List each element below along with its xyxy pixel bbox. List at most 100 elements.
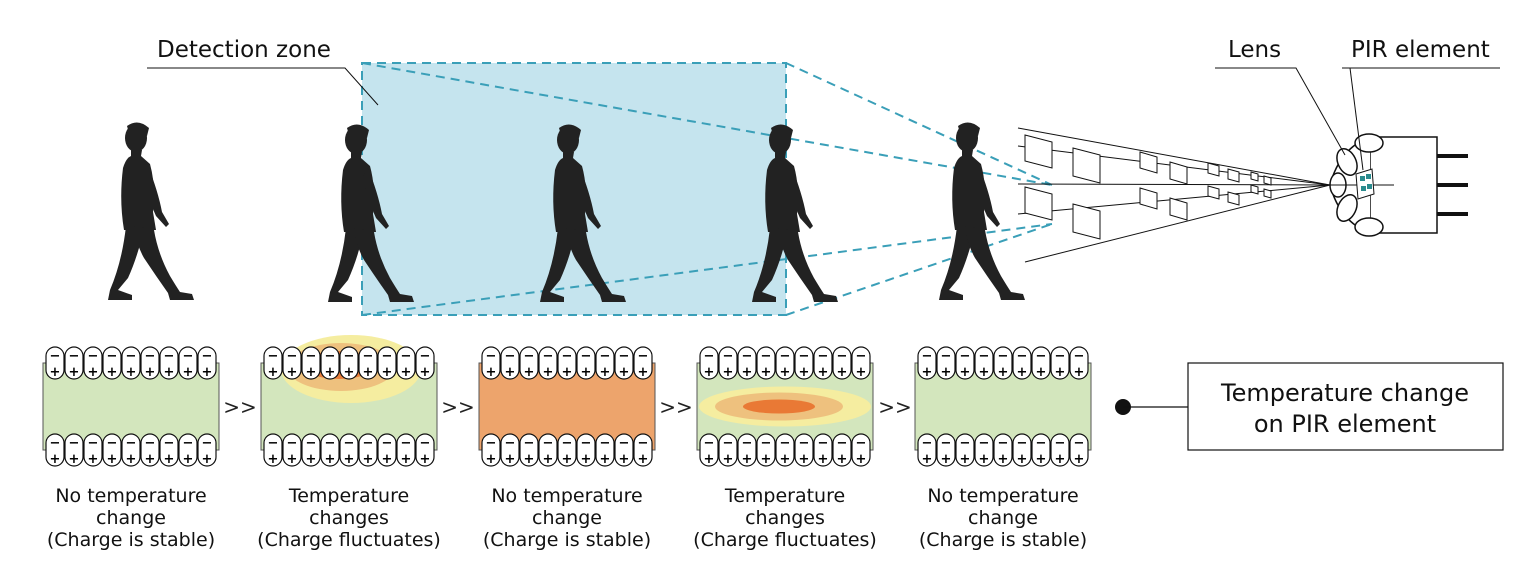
charge-sign: + <box>1017 452 1028 467</box>
charge-sign: − <box>562 436 573 451</box>
pir-element-leader <box>1349 67 1364 171</box>
charge-pair: −+ <box>974 346 994 380</box>
pir-sensor <box>1329 133 1468 237</box>
charge-sign: + <box>126 452 137 467</box>
charge-pair: −+ <box>595 346 615 380</box>
charge-sign: + <box>202 365 213 380</box>
charge-sign: + <box>50 452 61 467</box>
charge-pair: −+ <box>557 433 577 467</box>
charge-pair: −+ <box>45 433 65 467</box>
charge-sign: + <box>581 365 592 380</box>
charge-sign: + <box>600 365 611 380</box>
charge-pair: −+ <box>1031 346 1051 380</box>
state-caption-line2: change <box>968 507 1038 529</box>
charge-pair: −+ <box>813 346 833 380</box>
charge-sign: − <box>998 436 1009 451</box>
legend-line1: Temperature change <box>1220 379 1469 407</box>
charge-sign: − <box>287 349 298 364</box>
charge-sign: + <box>126 365 137 380</box>
pir-element-label: PIR element <box>1351 37 1490 63</box>
state-caption-line2: change <box>96 507 166 529</box>
charge-sign: − <box>126 349 137 364</box>
charge-sign: − <box>761 436 772 451</box>
charge-sign: − <box>1055 349 1066 364</box>
charge-sign: − <box>1036 436 1047 451</box>
charge-sign: + <box>543 452 554 467</box>
charge-sign: + <box>543 365 554 380</box>
charge-pair: −+ <box>45 346 65 380</box>
charge-sign: − <box>1017 349 1028 364</box>
charge-sign: + <box>704 365 715 380</box>
charge-pair: −+ <box>557 346 577 380</box>
charge-pair: −+ <box>396 346 416 380</box>
charge-sign: − <box>1036 349 1047 364</box>
charge-sign: + <box>856 365 867 380</box>
state-caption-line1: Temperature <box>288 485 409 507</box>
pir-element-state: −+−+−+−+−+−+−+−+−+−+−+−+−+−+−+−+−+−+ <box>696 346 874 467</box>
charge-pair: −+ <box>832 346 852 380</box>
charge-pair: −+ <box>500 433 520 467</box>
detection-zone-label: Detection zone <box>157 37 331 63</box>
charge-sign: − <box>600 349 611 364</box>
charge-pair: −+ <box>633 346 653 380</box>
charge-sign: − <box>856 436 867 451</box>
charge-sign: + <box>363 452 374 467</box>
charge-pair: −+ <box>178 346 198 380</box>
state-caption-line2: change <box>532 507 602 529</box>
lens-leader <box>1215 67 1346 156</box>
charge-pair: −+ <box>263 433 283 467</box>
charge-sign: − <box>837 349 848 364</box>
separator-arrows: >> <box>878 395 912 419</box>
charge-sign: − <box>88 349 99 364</box>
charge-pair: −+ <box>121 346 141 380</box>
charge-sign: + <box>638 452 649 467</box>
charge-sign: + <box>1074 365 1085 380</box>
charge-pair: −+ <box>851 433 871 467</box>
charge-sign: + <box>818 452 829 467</box>
charge-pair: −+ <box>396 433 416 467</box>
charge-sign: − <box>856 349 867 364</box>
state-caption-line2: changes <box>745 507 825 529</box>
charge-sign: + <box>183 365 194 380</box>
charge-sign: − <box>486 436 497 451</box>
charge-sign: + <box>723 365 734 380</box>
charge-sign: − <box>543 436 554 451</box>
charge-sign: + <box>1055 452 1066 467</box>
charge-sign: + <box>88 365 99 380</box>
charge-sign: + <box>856 452 867 467</box>
separator-arrows: >> <box>441 395 475 419</box>
charge-pair: −+ <box>794 346 814 380</box>
charge-sign: + <box>723 452 734 467</box>
charge-pair: −+ <box>140 433 160 467</box>
state-caption-line1: No temperature <box>927 485 1078 507</box>
charge-sign: + <box>183 452 194 467</box>
charge-sign: − <box>941 349 952 364</box>
charge-pair: −+ <box>718 433 738 467</box>
charge-sign: + <box>562 452 573 467</box>
charge-sign: + <box>941 365 952 380</box>
charge-sign: + <box>202 452 213 467</box>
charge-pair: −+ <box>339 346 359 380</box>
charge-sign: − <box>562 349 573 364</box>
charge-sign: − <box>420 436 431 451</box>
charge-pair: −+ <box>756 433 776 467</box>
charge-sign: + <box>619 365 630 380</box>
charge-sign: + <box>325 365 336 380</box>
charge-sign: − <box>1017 436 1028 451</box>
charge-sign: + <box>818 365 829 380</box>
charge-sign: − <box>268 436 279 451</box>
charge-sign: − <box>979 349 990 364</box>
charge-sign: + <box>600 452 611 467</box>
charge-sign: − <box>401 349 412 364</box>
charge-sign: − <box>799 349 810 364</box>
charge-pair: −+ <box>595 433 615 467</box>
charge-sign: − <box>202 436 213 451</box>
charge-pair: −+ <box>699 433 719 467</box>
charge-sign: − <box>344 436 355 451</box>
charge-pair: −+ <box>1012 433 1032 467</box>
charge-sign: − <box>382 349 393 364</box>
charge-sign: + <box>704 452 715 467</box>
charge-pair: −+ <box>538 433 558 467</box>
charge-pair: −+ <box>718 346 738 380</box>
charge-pair: −+ <box>1069 433 1089 467</box>
